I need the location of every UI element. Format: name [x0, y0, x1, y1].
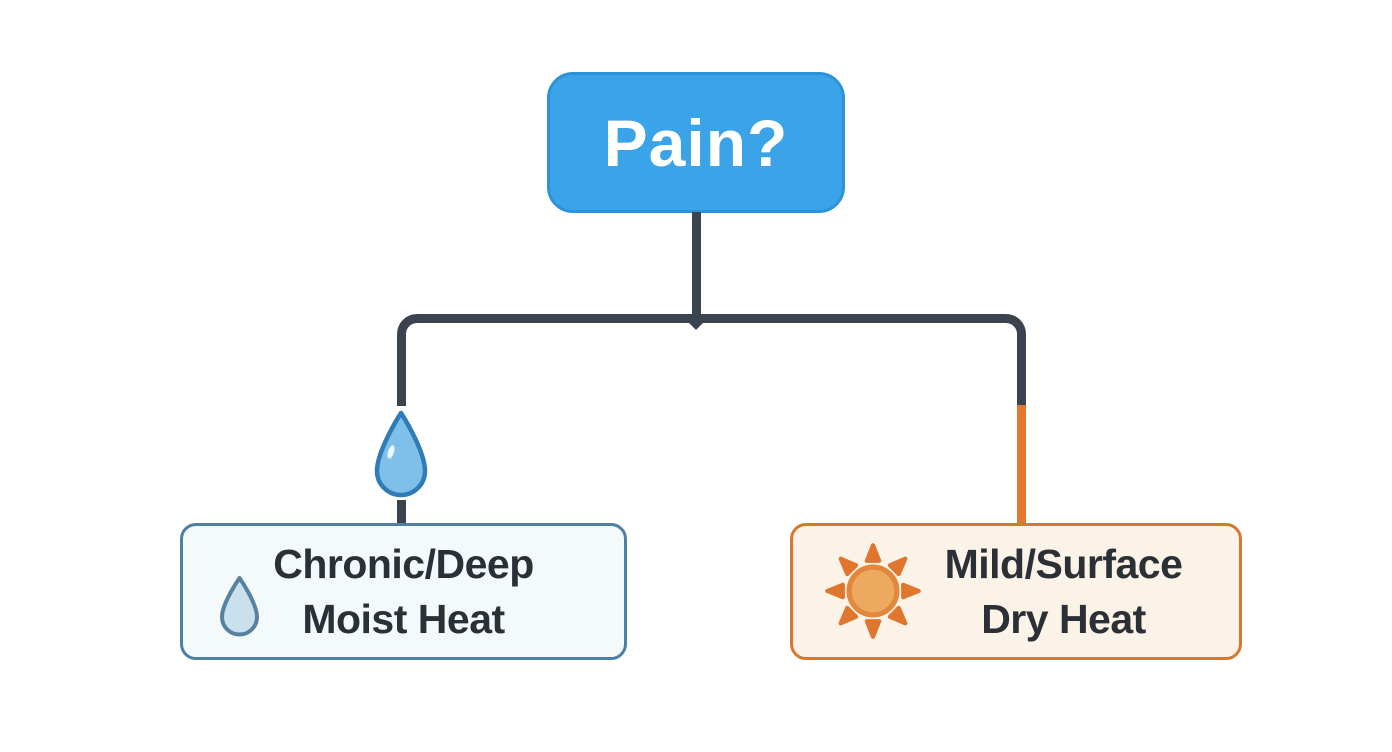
label-line-2: Moist Heat — [302, 595, 505, 642]
connector-junction-notch — [687, 321, 705, 330]
water-drop-icon — [220, 576, 259, 637]
connector-right-branch — [696, 314, 1026, 408]
connector-left-branch — [397, 314, 696, 406]
sun-icon — [825, 543, 921, 639]
node-pain-label: Pain? — [603, 105, 789, 180]
node-moist-heat-label: Chronic/Deep Moist Heat — [183, 526, 624, 657]
node-dry-heat-label: Mild/Surface Dry Heat — [793, 526, 1239, 657]
label-line-1: Chronic/Deep — [273, 541, 534, 588]
node-pain: Pain? — [547, 72, 845, 213]
node-dry-heat: Mild/Surface Dry Heat — [790, 523, 1242, 660]
connector-left-tail — [397, 500, 406, 525]
label-line-1: Mild/Surface — [944, 541, 1183, 588]
connector-root-stem — [692, 212, 701, 318]
connector-right-orange-segment — [1017, 405, 1026, 524]
node-moist-heat: Chronic/Deep Moist Heat — [180, 523, 627, 660]
label-line-2: Dry Heat — [981, 595, 1146, 642]
water-drop-icon — [374, 410, 428, 498]
